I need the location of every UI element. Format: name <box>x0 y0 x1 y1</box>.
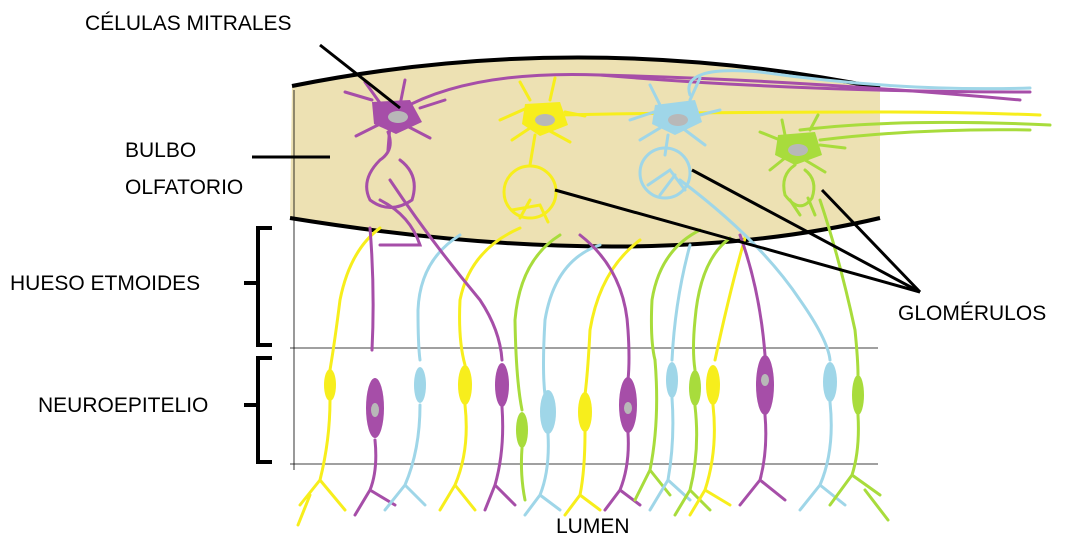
label-hueso-etmoides: HUESO ETMOIDES <box>10 272 200 295</box>
receptor-neuron-green-1 <box>515 235 560 500</box>
receptor-neuron-blue-1 <box>385 235 460 510</box>
receptor-neuron-purple-4 <box>740 235 785 505</box>
label-bulbo-line2: OLFATORIO <box>125 176 243 199</box>
receptor-neuron-green-2 <box>635 230 700 500</box>
receptor-neuron-purple-3 <box>580 235 640 510</box>
receptor-neuron-yellow-2 <box>440 228 520 510</box>
label-bulbo-line1: BULBO <box>125 139 196 162</box>
label-glomerulos: GLOMÉRULOS <box>898 302 1046 325</box>
receptor-neuron-yellow-1 <box>298 228 380 525</box>
receptor-neuron-purple-1 <box>355 228 395 515</box>
bracket-neuroepitelio <box>244 358 272 462</box>
label-neuroepitelio: NEUROEPITELIO <box>38 394 208 417</box>
bracket-hueso-etmoides <box>244 228 272 345</box>
label-lumen: LUMEN <box>556 515 630 538</box>
receptor-neuron-blue-2 <box>525 245 600 515</box>
label-celulas-mitrales: CÉLULAS MITRALES <box>85 12 292 35</box>
